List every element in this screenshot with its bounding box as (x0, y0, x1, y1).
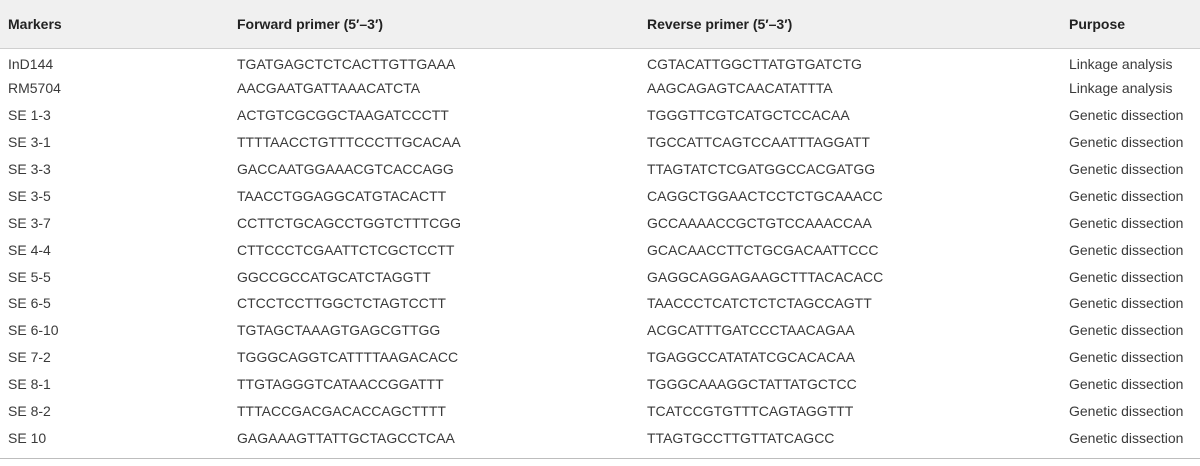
cell-reverse-primer: ACGCATTTGATCCCTAACAGAA (647, 322, 855, 339)
cell-purpose: Genetic dissection (1069, 134, 1184, 151)
cell-marker: RM5704 (8, 80, 61, 97)
cell-purpose: Genetic dissection (1069, 107, 1184, 124)
cell-purpose: Genetic dissection (1069, 403, 1184, 420)
table-row: InD144 TGATGAGCTCTCACTTGTTGAAA CGTACATTGGC… (0, 48, 1200, 75)
cell-marker: SE 3-5 (8, 187, 51, 204)
table-row: SE 3-3 GACCAATGGAAACGTCACCAGG TTAGTATCTCGA… (0, 156, 1200, 183)
cell-reverse-primer: CGTACATTGGCTTATGTGATCTG (647, 55, 862, 72)
cell-forward-primer: CCTTCTGCAGCCTGGTCTTTCGG (237, 214, 461, 231)
table-row: SE 6-5 CTCCTCCTTGGCTCTAGTCCTT TAACCCTCATCT… (0, 290, 1200, 317)
cell-purpose: Genetic dissection (1069, 187, 1184, 204)
cell-marker: SE 4-4 (8, 241, 51, 258)
table-row: SE 8-2 TTTACCGACGACACCAGCTTTT TCATCCGTGTTT… (0, 398, 1200, 425)
table-row: SE 10 GAGAAAGTTATTGCTAGCCTCAA TTAGTGCCTTGT… (0, 424, 1200, 451)
cell-marker: SE 8-1 (8, 376, 51, 393)
cell-reverse-primer: TAACCCTCATCTCTCTAGCCAGTT (647, 295, 872, 312)
cell-marker: SE 6-5 (8, 295, 51, 312)
table-row: SE 3-5 TAACCTGGAGGCATGTACACTT CAGGCTGGAACT… (0, 182, 1200, 209)
cell-forward-primer: CTTCCCTCGAATTCTCGCTCCTT (237, 241, 455, 258)
cell-forward-primer: TGTAGCTAAAGTGAGCGTTGG (237, 322, 441, 339)
table-row: SE 5-5 GGCCGCCATGCATCTAGGTT GAGGCAGGAGAAGC… (0, 263, 1200, 290)
primer-table: Markers Forward primer (5′–3′) Reverse p… (0, 0, 1200, 451)
cell-forward-primer: GAGAAAGTTATTGCTAGCCTCAA (237, 429, 455, 446)
cell-marker: SE 1-3 (8, 107, 51, 124)
table-row: SE 3-7 CCTTCTGCAGCCTGGTCTTTCGG GCCAAAACCGC… (0, 209, 1200, 236)
cell-forward-primer: GGCCGCCATGCATCTAGGTT (237, 268, 431, 285)
cell-forward-primer: TGGGCAGGTCATTTTAAGACACC (237, 349, 459, 366)
cell-forward-primer: TTTACCGACGACACCAGCTTTT (237, 403, 446, 420)
cell-marker: SE 3-1 (8, 134, 51, 151)
table-row: SE 7-2 TGGGCAGGTCATTTTAAGACACC TGAGGCCATAT… (0, 344, 1200, 371)
cell-reverse-primer: GCACAACCTTCTGCGACAATTCCC (647, 241, 879, 258)
cell-forward-primer: TTGTAGGGTCATAACCGGATTT (237, 376, 444, 393)
table-header: Markers Forward primer (5′–3′) Reverse p… (0, 0, 1200, 49)
cell-marker: SE 7-2 (8, 349, 51, 366)
table-row: SE 1-3 ACTGTCGCGGCTAAGATCCCTT TGGGTTCGTCAT… (0, 102, 1200, 129)
table-row: SE 4-4 CTTCCCTCGAATTCTCGCTCCTT GCACAACCTTC… (0, 236, 1200, 263)
cell-forward-primer: ACTGTCGCGGCTAAGATCCCTT (237, 107, 449, 124)
header-row: Markers Forward primer (5′–3′) Reverse p… (0, 0, 1200, 49)
cell-purpose: Genetic dissection (1069, 268, 1184, 285)
cell-forward-primer: TAACCTGGAGGCATGTACACTT (237, 187, 447, 204)
cell-purpose: Genetic dissection (1069, 241, 1184, 258)
cell-reverse-primer: TCATCCGTGTTTCAGTAGGTTT (647, 403, 854, 420)
cell-reverse-primer: TGAGGCCATATATCGCACACAA (647, 349, 855, 366)
cell-purpose: Genetic dissection (1069, 295, 1184, 312)
table-row: RM5704 AACGAATGATTAAACATCTA AAGCAGAGTCAACA… (0, 75, 1200, 102)
cell-marker: SE 5-5 (8, 268, 51, 285)
table-row: SE 8-1 TTGTAGGGTCATAACCGGATTT TGGGCAAAGGCT… (0, 371, 1200, 398)
cell-marker: SE 8-2 (8, 403, 51, 420)
cell-purpose: Genetic dissection (1069, 349, 1184, 366)
cell-purpose: Genetic dissection (1069, 376, 1184, 393)
cell-reverse-primer: TTAGTATCTCGATGGCCACGATGG (647, 161, 876, 177)
cell-reverse-primer: GCCAAAACCGCTGTCCAAACCAA (647, 214, 872, 231)
cell-forward-primer: TGATGAGCTCTCACTTGTTGAAA (237, 55, 456, 72)
cell-marker: SE 3-7 (8, 214, 51, 231)
header-reverse-primer: Reverse primer (5′–3′) (639, 0, 1061, 49)
cell-purpose: Genetic dissection (1069, 322, 1184, 339)
cell-marker: SE 6-10 (8, 322, 59, 339)
table-body: InD144 TGATGAGCTCTCACTTGTTGAAA CGTACATTGGC… (0, 48, 1200, 451)
cell-reverse-primer: AAGCAGAGTCAACATATTTA (647, 80, 833, 97)
cell-marker: InD144 (8, 55, 54, 72)
table-row: SE 3-1 TTTTAACCTGTTTCCCTTGCACAA TGCCATTCAG… (0, 129, 1200, 156)
header-purpose: Purpose (1061, 0, 1200, 49)
cell-forward-primer: CTCCTCCTTGGCTCTAGTCCTT (237, 295, 446, 312)
cell-purpose: Genetic dissection (1069, 161, 1184, 177)
cell-reverse-primer: GAGGCAGGAGAAGCTTTACACACC (647, 268, 884, 285)
cell-reverse-primer: TGGGTTCGTCATGCTCCACAA (647, 107, 850, 124)
cell-purpose: Linkage analysis (1069, 80, 1173, 97)
cell-purpose: Genetic dissection (1069, 429, 1184, 446)
table-bottom-rule (0, 458, 1200, 459)
table-row: SE 6-10 TGTAGCTAAAGTGAGCGTTGG ACGCATTTGATC… (0, 317, 1200, 344)
header-markers: Markers (0, 0, 229, 49)
cell-marker: SE 3-3 (8, 161, 51, 177)
cell-reverse-primer: TTAGTGCCTTGTTATCAGCC (647, 429, 835, 446)
cell-reverse-primer: TGGGCAAAGGCTATTATGCTCC (647, 376, 857, 393)
header-forward-primer: Forward primer (5′–3′) (229, 0, 639, 49)
cell-forward-primer: GACCAATGGAAACGTCACCAGG (237, 161, 454, 177)
cell-reverse-primer: TGCCATTCAGTCCAATTTAGGATT (647, 134, 870, 151)
cell-forward-primer: TTTTAACCTGTTTCCCTTGCACAA (237, 134, 461, 151)
cell-purpose: Genetic dissection (1069, 214, 1184, 231)
cell-marker: SE 10 (8, 429, 47, 446)
cell-forward-primer: AACGAATGATTAAACATCTA (237, 80, 421, 97)
cell-purpose: Linkage analysis (1069, 55, 1173, 72)
cell-reverse-primer: CAGGCTGGAACTCCTCTGCAAACC (647, 187, 883, 204)
